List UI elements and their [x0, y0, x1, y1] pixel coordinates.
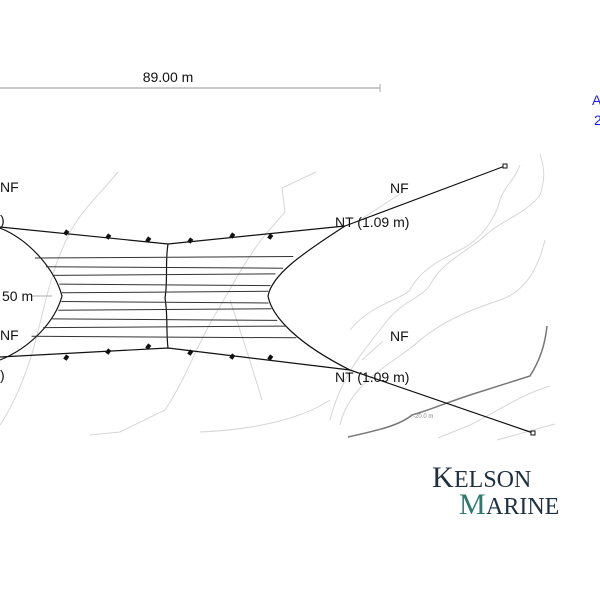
- label-nf-left-bottom: NF: [0, 327, 19, 343]
- logo-elson: ELSON: [454, 467, 531, 493]
- buoys: [63, 229, 274, 361]
- buoy-icon: [187, 349, 194, 356]
- logo-arine: ARINE: [486, 494, 559, 520]
- label-nt-left-bottom: ): [0, 367, 5, 383]
- label-nt-left-top: ): [0, 212, 5, 228]
- buoy-icon: [105, 233, 112, 240]
- label-nf-left-top: NF: [0, 179, 19, 195]
- buoy-icon: [267, 354, 274, 361]
- label-nt-right-top: NT (1.09 m): [335, 214, 409, 230]
- anchor-bottom-right: [530, 430, 536, 436]
- seabed-contours: [0, 153, 556, 441]
- dimension-label: 89.00 m: [143, 69, 194, 85]
- net-line: [45, 266, 284, 269]
- net-line: [58, 308, 272, 311]
- label-nf-right-top: NF: [390, 180, 409, 196]
- net-line: [61, 290, 269, 294]
- net-frame: [0, 165, 534, 434]
- logo-m: M: [459, 488, 486, 521]
- label-nf-right-bottom: NF: [390, 328, 409, 344]
- net-lines: [31, 256, 297, 339]
- buoy-icon: [145, 343, 152, 350]
- contour-20m: [347, 325, 548, 438]
- net-line: [59, 283, 271, 287]
- side-text-line1: A: [592, 92, 600, 108]
- contour-label: -20.0 m: [413, 414, 433, 420]
- logo-k: K: [432, 461, 454, 494]
- net-line: [31, 335, 297, 339]
- buoy-icon: [105, 348, 112, 355]
- net-line: [52, 318, 278, 321]
- buoy-icon: [63, 354, 70, 361]
- net-line: [34, 256, 294, 259]
- kelson-marine-logo: K ELSON M ARINE: [432, 461, 559, 521]
- net-line: [61, 301, 269, 304]
- width-dimension-label: 50 m: [2, 288, 33, 304]
- buoy-icon: [63, 229, 70, 236]
- net-line: [54, 273, 276, 276]
- buoy-icon: [187, 237, 194, 244]
- net-line: [43, 325, 286, 329]
- buoy-icon: [267, 233, 274, 240]
- buoy-icon: [229, 232, 236, 239]
- label-nt-right-bottom: NT (1.09 m): [335, 369, 409, 385]
- side-text-line2: 2: [594, 112, 600, 128]
- buoy-icon: [229, 353, 236, 360]
- anchor-top-right: [502, 163, 508, 169]
- buoy-icon: [145, 236, 152, 243]
